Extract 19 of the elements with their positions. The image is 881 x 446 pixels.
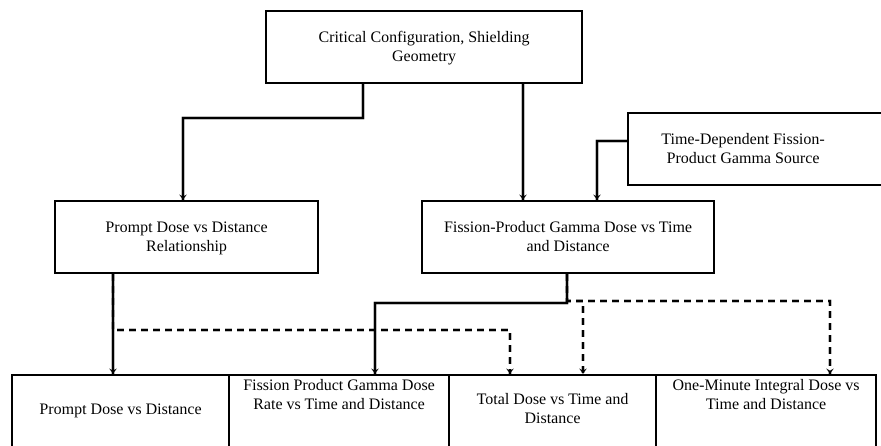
box-label: Fission-Product Gamma Dose vs Time and Distance (442, 218, 693, 256)
process-box (627, 112, 881, 186)
process-box (421, 200, 715, 274)
arrow (519, 84, 527, 200)
arrow (112, 274, 514, 374)
box-label: One-Minute Integral Dose vs Time and Distance (671, 376, 861, 414)
box-label: Fission Product Gamma Dose Rate vs Time and Distance (242, 376, 436, 414)
arrow (179, 84, 364, 200)
process-box (655, 374, 877, 446)
arrow (566, 274, 834, 374)
box-label: Critical Configuration, Shielding Geometry (317, 28, 531, 66)
box-label: Prompt Dose vs Distance (39, 400, 202, 418)
box-label: Total Dose vs Time and Distance (476, 390, 630, 428)
process-box (54, 200, 319, 274)
arrow (593, 140, 627, 200)
box-label: Time-Dependent Fission-Product Gamma Source (660, 130, 826, 168)
box-label: Prompt Dose vs Distance Relationship (104, 218, 269, 256)
process-box (265, 10, 583, 84)
process-box (11, 374, 230, 446)
